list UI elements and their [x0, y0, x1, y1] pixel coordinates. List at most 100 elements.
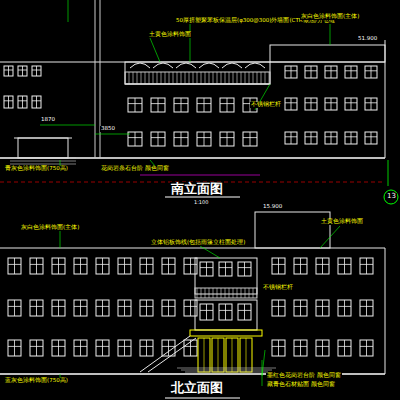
- drawing-line: [345, 102, 357, 103]
- drawing-line: [135, 132, 136, 146]
- drawing-line: [58, 300, 59, 316]
- material-note: 藏青色石材贴面 颜色同窗: [266, 382, 336, 388]
- window: [294, 340, 307, 356]
- drawing-line: [125, 62, 270, 84]
- window: [272, 258, 285, 274]
- drawing-line: [190, 300, 191, 316]
- drawing-line: [181, 98, 182, 112]
- drawing-line: [174, 103, 188, 104]
- dimension: 3850: [100, 126, 116, 132]
- window: [52, 258, 65, 274]
- stainless-railing: [125, 72, 270, 84]
- drawing-line: [22, 96, 23, 108]
- drawing-line: [365, 102, 377, 103]
- drawing-line: [140, 306, 153, 307]
- window: [151, 98, 165, 112]
- drawing-line: [146, 340, 147, 356]
- awning: [176, 63, 196, 68]
- drawing-line: [291, 66, 292, 78]
- drawing-line: [151, 137, 165, 138]
- drawing-line: [185, 372, 268, 373]
- window: [162, 258, 175, 274]
- material-note: 土黄色涂料饰面: [148, 32, 192, 38]
- drawing-line: [365, 70, 377, 71]
- drawing-line: [124, 258, 125, 274]
- window: [325, 66, 337, 78]
- drawing-line: [322, 340, 323, 356]
- drawing-line: [338, 306, 351, 307]
- window: [140, 300, 153, 316]
- drawing-line: [158, 132, 159, 146]
- window: [305, 98, 317, 110]
- drawing-line: [162, 306, 175, 307]
- drawing-line: [322, 258, 323, 274]
- drawing-line: [96, 346, 109, 347]
- drawing-line: [151, 103, 165, 104]
- window: [74, 258, 87, 274]
- material-note: 蓝灰色涂料饰面(750高): [4, 378, 69, 384]
- drawing-line: [246, 338, 247, 372]
- window: [74, 300, 87, 316]
- drawing-line: [285, 102, 297, 103]
- scale: 1:100: [193, 200, 209, 205]
- drawing-line: [345, 136, 357, 137]
- awning: [153, 63, 173, 68]
- drawing-line: [165, 197, 240, 198]
- drawing-line: [30, 346, 43, 347]
- drawing-line: [190, 24, 191, 62]
- window: [118, 300, 131, 316]
- window: [8, 300, 21, 316]
- material-note: 墨红色花岗岩台阶 颜色同窗: [266, 373, 342, 379]
- window: [96, 258, 109, 274]
- entrance-door: [240, 338, 252, 372]
- window: [162, 300, 175, 316]
- drawing-line: [190, 258, 191, 274]
- drawing-line: [74, 306, 87, 307]
- window: [8, 340, 21, 356]
- window: [285, 98, 297, 110]
- drawing-line: [8, 96, 9, 108]
- material-note: 不锈钢栏杆: [250, 102, 282, 108]
- window: [174, 98, 188, 112]
- drawing-line: [204, 98, 205, 112]
- drawing-line: [371, 98, 372, 110]
- drawing-line: [10, 164, 76, 165]
- window: [272, 300, 285, 316]
- drawing-line: [206, 262, 207, 276]
- window: [345, 132, 357, 144]
- entrance-door: [198, 338, 210, 372]
- drawing-line: [305, 136, 317, 137]
- drawing-line: [10, 158, 76, 159]
- window: [4, 96, 13, 108]
- drawing-line: [80, 300, 81, 316]
- drawing-line: [197, 103, 211, 104]
- drawing-line: [146, 300, 147, 316]
- drawing-line: [162, 264, 175, 265]
- drawing-line: [291, 98, 292, 110]
- drawing-line: [206, 304, 207, 320]
- drawing-line: [250, 132, 251, 146]
- window: [285, 66, 297, 78]
- drawing-line: [225, 262, 226, 276]
- elevation-mark: 15.900: [262, 204, 283, 210]
- entrance-door: [212, 338, 224, 372]
- awning: [245, 63, 265, 68]
- drawing-line: [344, 300, 345, 316]
- window: [18, 96, 27, 108]
- drawing-line: [300, 258, 301, 274]
- window: [219, 262, 232, 276]
- drawing-line: [360, 264, 373, 265]
- drawing-line: [325, 102, 337, 103]
- elevation-mark: 51.900: [357, 36, 378, 42]
- drawing-line: [262, 350, 265, 376]
- drawing-line: [68, 0, 69, 22]
- drawing-line: [30, 306, 43, 307]
- drawing-line: [371, 132, 372, 144]
- drawing-line: [118, 264, 131, 265]
- drawing-line: [80, 340, 81, 356]
- drawing-line: [181, 370, 272, 371]
- drawing-line: [140, 336, 190, 372]
- drawing-line: [272, 264, 285, 265]
- drawing-line: [300, 340, 301, 356]
- material-note: 灰白色涂料饰面(主体): [20, 225, 80, 231]
